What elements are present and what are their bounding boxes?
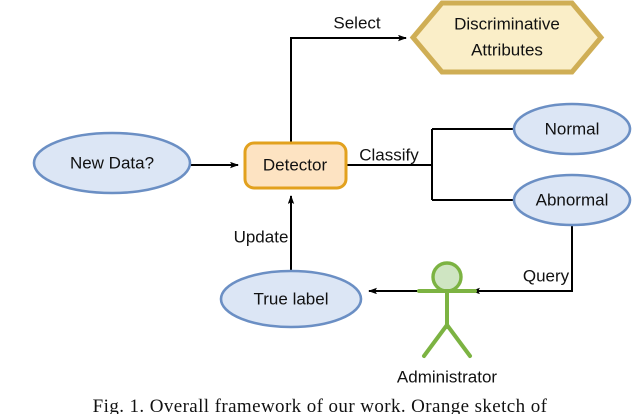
edge-abnormal-to-administrator: Query xyxy=(471,225,573,295)
node-new-data[interactable]: New Data? xyxy=(32,131,192,195)
edge-label-select: Select xyxy=(333,13,381,32)
edge-line xyxy=(290,34,407,143)
node-discriminative-attributes[interactable]: Discriminative Attributes xyxy=(409,0,605,75)
edge-detector-to-classify-branch: Classify xyxy=(346,128,514,201)
ellipse-shape xyxy=(32,131,192,195)
node-label-abnormal: Abnormal xyxy=(536,190,609,209)
node-label-normal: Normal xyxy=(545,119,600,138)
rounded-rect-shape xyxy=(243,141,348,190)
figure-caption: Fig. 1. Overall framework of our work. O… xyxy=(93,396,548,414)
node-abnormal[interactable]: Abnormal xyxy=(512,173,632,227)
node-normal[interactable]: Normal xyxy=(512,102,632,156)
node-detector[interactable]: Detector xyxy=(243,141,348,190)
edge-detector-to-discriminative-attributes: Select xyxy=(290,13,407,143)
node-label-true-label: True label xyxy=(254,289,329,308)
ellipse-shape xyxy=(219,269,363,329)
edge-label-update: Update xyxy=(234,227,289,246)
node-label-discriminative-attributes-line2: Attributes xyxy=(471,40,543,59)
node-label-discriminative-attributes-line1: Discriminative xyxy=(454,14,560,33)
node-label-administrator: Administrator xyxy=(397,367,497,386)
hexagon-shape xyxy=(409,0,605,75)
actor-icon xyxy=(417,261,477,358)
node-administrator[interactable]: Administrator xyxy=(397,261,497,386)
ellipse-shape xyxy=(512,173,632,227)
actor-leg-left xyxy=(422,323,449,358)
edge-label-query: Query xyxy=(523,266,570,285)
node-true-label[interactable]: True label xyxy=(219,269,363,329)
edge-line xyxy=(471,225,573,295)
ellipse-shape xyxy=(512,102,632,156)
edge-label-classify: Classify xyxy=(359,145,419,164)
actor-head xyxy=(431,261,463,293)
node-label-detector: Detector xyxy=(263,155,328,174)
node-label-new-data: New Data? xyxy=(70,153,154,172)
actor-leg-right xyxy=(445,323,472,358)
